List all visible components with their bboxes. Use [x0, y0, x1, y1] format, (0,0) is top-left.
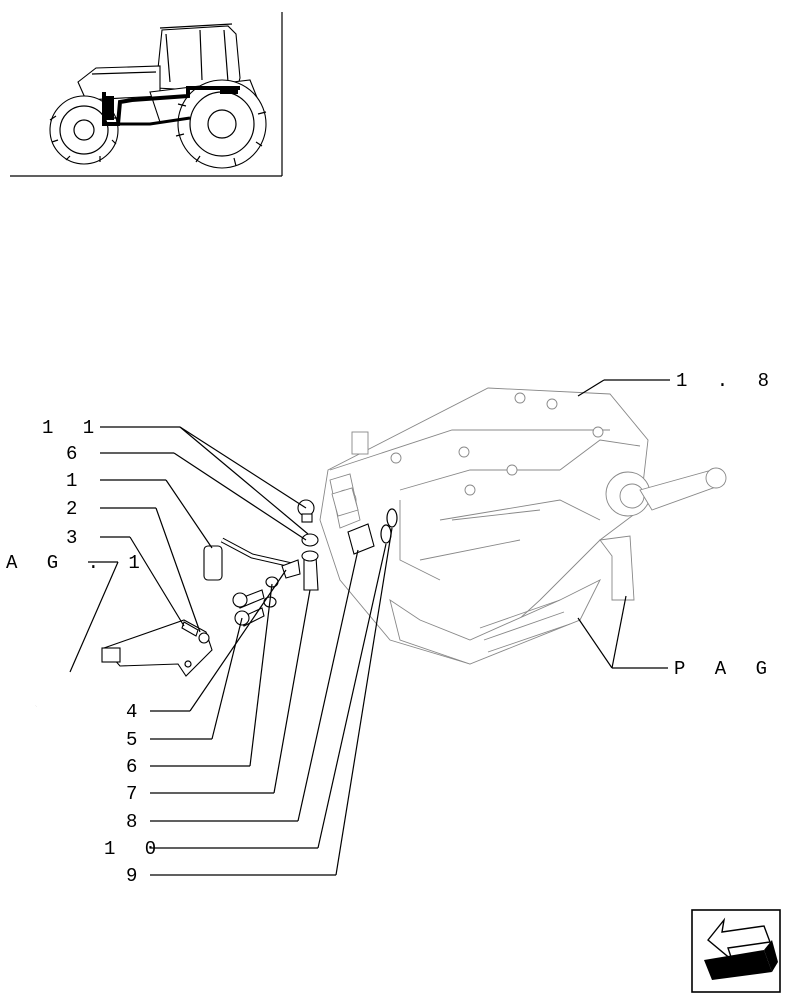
callout-1: 1 [66, 470, 86, 492]
callout-3: 3 [66, 527, 86, 549]
callout-10: 1 0 [104, 838, 165, 860]
callout-11: 1 1 [42, 417, 103, 439]
callout-2: 2 [66, 498, 86, 520]
callout-6-top: 6 [66, 443, 86, 465]
hydraulic-pipe-assembly [34, 487, 398, 707]
callout-labels: 1 1 6 1 2 3 A G . 1 4 5 6 7 8 1 0 9 1 . … [6, 370, 788, 887]
callout-6-bottom: 6 [126, 756, 146, 778]
prev-page-arrow-icon[interactable] [691, 909, 781, 993]
callout-9: 9 [126, 865, 146, 887]
tractor-thumbnail-icon [10, 12, 283, 177]
callout-pag-3: P A G . 3 [674, 658, 788, 680]
callout-4: 4 [126, 701, 146, 723]
callout-8: 8 [126, 811, 146, 833]
leader-lines [69, 379, 670, 876]
callout-ag1: A G . 1 [6, 552, 149, 574]
callout-1-82-c: 1 . 8 2 . C [676, 370, 788, 392]
callout-5: 5 [126, 729, 146, 751]
callout-7: 7 [126, 783, 146, 805]
transmission-housing [319, 387, 727, 665]
